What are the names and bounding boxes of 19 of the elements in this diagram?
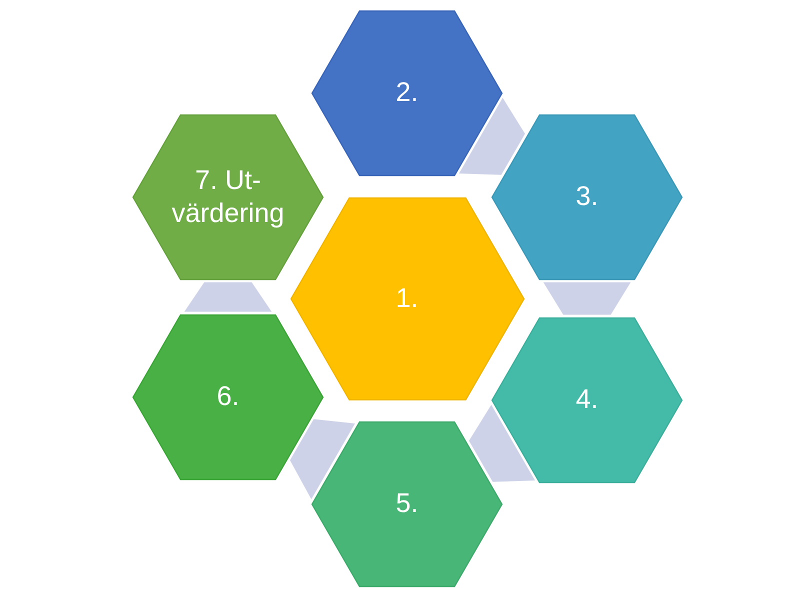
step-label: 4. — [575, 383, 599, 416]
hexagon-connector — [184, 282, 272, 312]
hexagon-node — [492, 114, 682, 280]
hexagon-connector — [459, 98, 526, 175]
hexagon-node — [312, 10, 502, 176]
hexagon-connector — [468, 404, 535, 482]
step-label: 2. — [395, 76, 419, 110]
hexagon-node — [290, 198, 524, 400]
hexagon-connector — [543, 282, 631, 315]
hexagon-connector — [290, 419, 355, 500]
step-label: 1. — [395, 282, 419, 316]
hexagon-node — [492, 318, 682, 482]
step-label: 3. — [575, 180, 599, 214]
hexagon-node — [133, 114, 323, 280]
step-label: 5. — [395, 487, 419, 520]
hexagon-node — [133, 314, 323, 480]
step-label: 7. Ut- värdering — [171, 164, 285, 230]
step-label: 6. — [216, 380, 240, 414]
hexagon-node — [312, 422, 502, 586]
